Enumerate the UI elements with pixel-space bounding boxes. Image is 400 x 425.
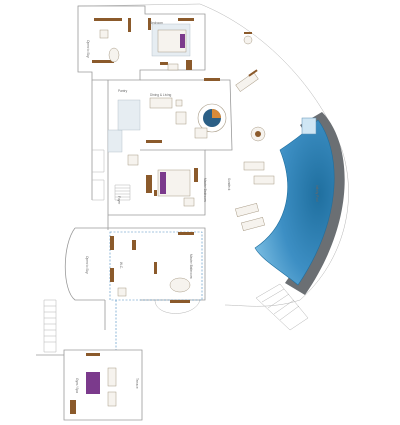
divider <box>154 262 157 274</box>
label-pantry: Pantry <box>118 89 128 93</box>
tv-console <box>194 168 198 182</box>
pool-water <box>254 119 335 286</box>
infinity-pool <box>254 112 345 295</box>
sofa-icon <box>175 111 187 125</box>
vanity-top <box>94 18 122 21</box>
headboard <box>146 175 152 193</box>
label-wc: W.C. <box>119 262 123 269</box>
deck-steps-icon <box>255 283 309 331</box>
label-master-bath: Master Bathroom <box>189 254 193 279</box>
tile-stairs <box>107 129 123 153</box>
dashed-route <box>109 231 203 350</box>
deck-furniture <box>235 32 275 232</box>
counter <box>178 232 194 235</box>
dresser <box>178 18 194 21</box>
bed-icon <box>157 29 187 53</box>
sun-lounger-icon <box>253 175 275 185</box>
dining-table-icon <box>149 97 173 109</box>
label-sundeck: Sundeck <box>227 178 231 191</box>
armchair <box>167 63 179 71</box>
label-bedroom: Bedroom <box>150 21 163 25</box>
stairs-icon <box>43 299 57 353</box>
label-master-bedroom: Master Bedroom <box>203 178 207 202</box>
master-bedroom <box>127 154 198 207</box>
sideboard <box>146 140 162 143</box>
vanity-lower <box>92 60 114 63</box>
lounge-chair <box>127 154 139 166</box>
dining-chair <box>175 99 183 107</box>
table-accent <box>212 109 221 118</box>
label-gym: Gym / Spa <box>75 378 79 393</box>
dining-living <box>146 78 227 143</box>
sun-lounger-icon <box>241 216 265 232</box>
table-center <box>255 131 261 137</box>
chair <box>244 32 252 34</box>
shelf <box>86 353 100 356</box>
kitchen-counter <box>204 78 220 81</box>
vanity-1 <box>110 236 114 250</box>
master-bath <box>110 232 194 303</box>
label-open-to-sky-top: Open to Sky <box>86 40 90 58</box>
lounger-pad <box>248 69 258 77</box>
round-table-icon <box>243 35 253 45</box>
bathtub-icon <box>169 277 191 293</box>
closet-top <box>128 18 131 32</box>
bathtub-icon <box>108 47 120 63</box>
bed-runner <box>160 172 166 194</box>
pool-step-icon <box>301 117 317 135</box>
nightstand <box>154 190 157 196</box>
bench-icon <box>107 391 117 407</box>
sun-lounger-icon <box>235 202 259 218</box>
stairs-icon <box>114 184 131 201</box>
top-bedroom-suite <box>92 18 194 71</box>
gym-pavilion <box>36 349 143 421</box>
label-foyer: Foyer <box>117 196 121 205</box>
sun-lounger-icon <box>243 161 265 171</box>
ottoman <box>183 197 195 207</box>
nightstand-left <box>148 18 151 30</box>
label-terrace: Terrace <box>135 378 139 389</box>
bench <box>160 62 168 65</box>
sun-lounger-icon <box>235 72 259 92</box>
vanity-2 <box>110 268 114 282</box>
bed-throw <box>180 34 185 48</box>
label-open-to-sky-lower: Open to Sky <box>85 256 89 274</box>
armchair-living <box>194 127 208 139</box>
room-labels: Open to Sky Bedroom Pantry Dining & Livi… <box>75 21 319 393</box>
label-dining-living: Dining & Living <box>150 93 171 97</box>
cabinet <box>70 400 76 414</box>
shower-icon <box>99 29 109 39</box>
massage-bed-icon <box>86 372 100 394</box>
wc-icon <box>117 287 127 297</box>
treadmill-icon <box>107 367 117 387</box>
tub-ledge <box>170 300 190 303</box>
tile-corridor <box>117 99 141 131</box>
label-infinity-pool: Infinity Pool <box>315 185 319 202</box>
shelf <box>132 240 136 250</box>
wardrobe <box>186 60 192 70</box>
